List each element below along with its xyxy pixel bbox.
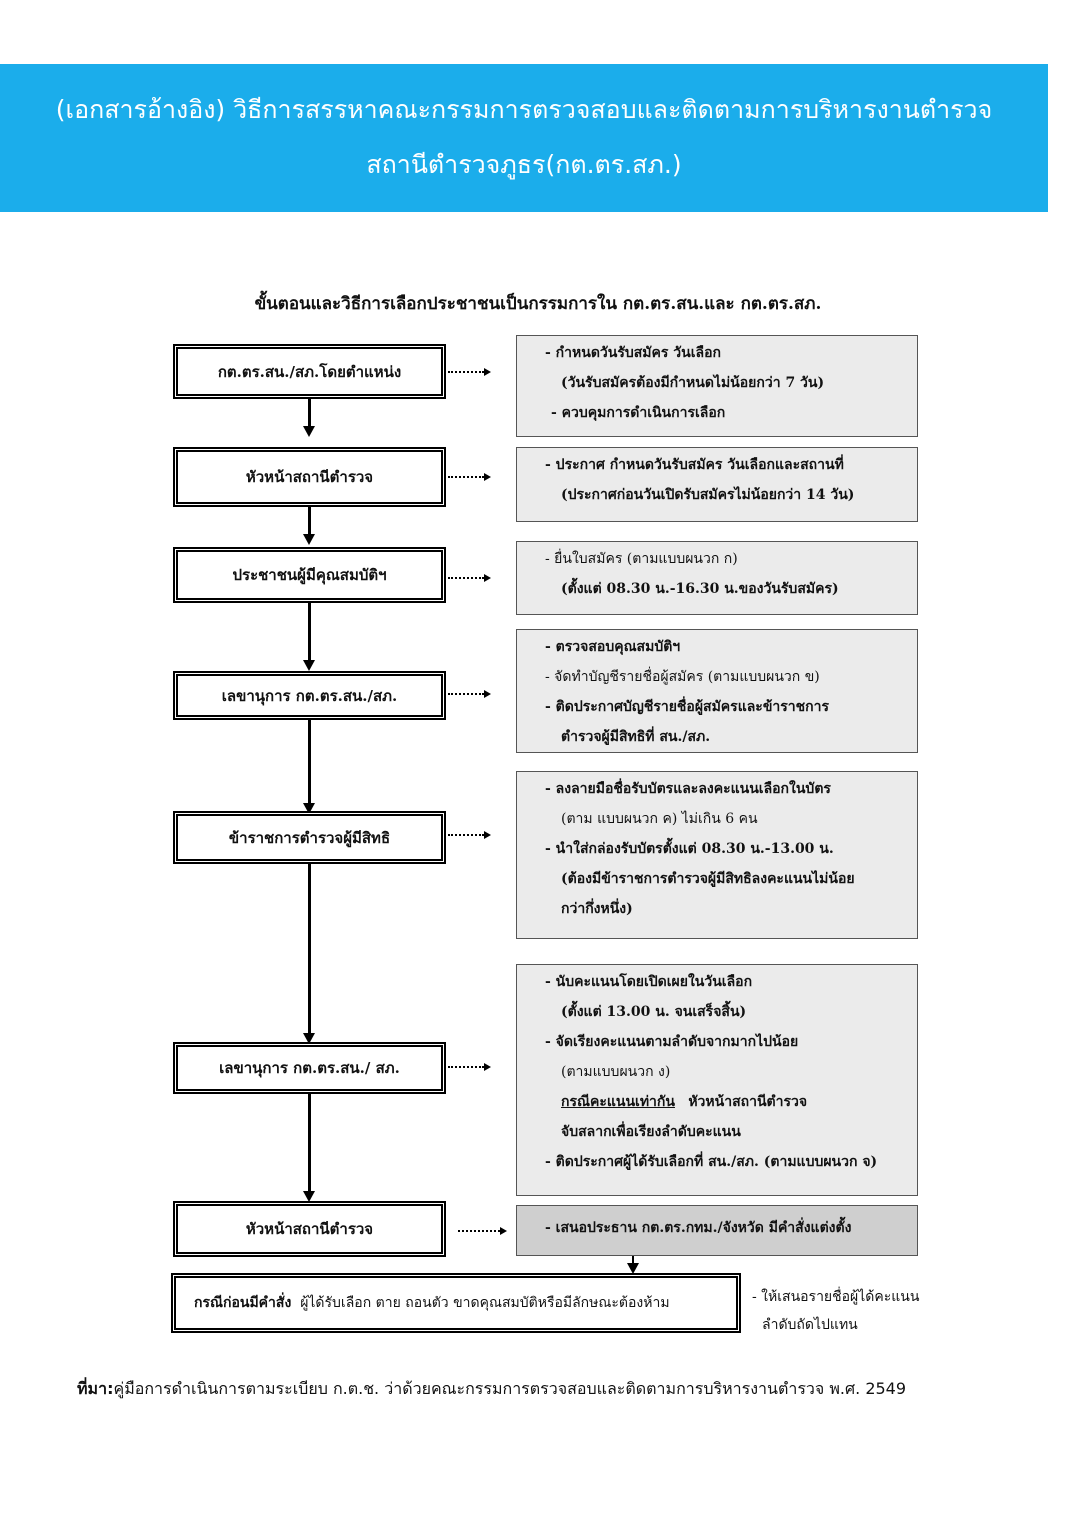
connector-arrow-5 xyxy=(303,1033,315,1044)
note-5-line-3: - นำใส่กล่องรับบัตรตั้งแต่ 08.30 น.-13.0… xyxy=(545,841,834,857)
dotted-arrow-1 xyxy=(448,371,484,373)
dotted-arrowhead-6 xyxy=(484,1063,491,1071)
connector-line-7 xyxy=(632,1256,634,1265)
source-text: คู่มือการดำเนินการตามระเบียบ ก.ต.ช. ว่าด… xyxy=(113,1379,907,1398)
note-6-line-5: กรณีคะแนนเท่ากัน หัวหน้าสถานีตำรวจ xyxy=(527,1087,907,1117)
banner-title-line-1: (เอกสารอ้างอิง) วิธีการสรรหาคณะกรรมการตร… xyxy=(55,95,993,124)
connector-arrow-3 xyxy=(303,660,315,671)
dotted-arrowhead-5 xyxy=(484,831,491,839)
connector-line-4 xyxy=(308,719,311,803)
step-box-5: ข้าราชการตำรวจผู้มีสิทธิ xyxy=(173,811,446,864)
note-box-2: - ประกาศ กำหนดวันรับสมัคร วันเลือกและสถา… xyxy=(516,447,918,522)
note-6-line-2: (ตั้งแต่ 13.00 น. จนเสร็จสิ้น) xyxy=(561,1004,747,1020)
step-label-7: หัวหน้าสถานีตำรวจ xyxy=(245,1220,374,1238)
note-2-line-2: (ประกาศก่อนวันเปิดรับสมัครไม่น้อยกว่า 14… xyxy=(561,487,855,503)
final-condition-text: ผู้ได้รับเลือก ตาย ถอนตัว ขาดคุณสมบัติหร… xyxy=(300,1295,670,1311)
connector-arrow-7 xyxy=(627,1263,639,1274)
note-4-line-1: - ตรวจสอบคุณสมบัติฯ xyxy=(545,639,681,655)
note-6-line-4: (ตามแบบผนวก ง) xyxy=(561,1064,671,1080)
note-box-7: - เสนอประธาน กต.ตร.กทม./จังหวัด มีคำสั่ง… xyxy=(516,1205,918,1256)
note-3-line-2: (ตั้งแต่ 08.30 น.-16.30 น.ของวันรับสมัคร… xyxy=(561,581,839,597)
connector-arrow-4 xyxy=(303,803,315,814)
note-1-line-1: - กำหนดวันรับสมัคร วันเลือก xyxy=(545,345,721,361)
final-condition-note: - ให้เสนอรายชื่อผู้ได้คะแนน ลำดับถัดไปแท… xyxy=(752,1283,919,1339)
dotted-arrow-5 xyxy=(448,834,484,836)
note-2-line-1: - ประกาศ กำหนดวันรับสมัคร วันเลือกและสถา… xyxy=(545,457,844,473)
note-6-line-3: - จัดเรียงคะแนนตามลำดับจากมากไปน้อย xyxy=(545,1034,799,1050)
note-6-line-6: จับสลากเพื่อเรียงลำดับคะแนน xyxy=(561,1124,741,1140)
note-box-5: - ลงลายมือชื่อรับบัตรและลงคะแนนเลือกในบั… xyxy=(516,771,918,939)
dotted-arrow-6 xyxy=(448,1066,484,1068)
note-box-3: - ยื่นใบสมัคร (ตามแบบผนวก ก) (ตั้งแต่ 08… xyxy=(516,541,918,615)
step-box-1: กต.ตร.สน./สภ.โดยตำแหน่ง xyxy=(173,344,446,399)
final-note-line-1: - ให้เสนอรายชื่อผู้ได้คะแนน xyxy=(752,1289,920,1305)
note-3-line-1: - ยื่นใบสมัคร (ตามแบบผนวก ก) xyxy=(545,551,738,567)
final-condition-box: กรณีก่อนมีคำสั่ง ผู้ได้รับเลือก ตาย ถอนต… xyxy=(171,1273,741,1333)
connector-arrow-1 xyxy=(303,426,315,437)
connector-arrow-6 xyxy=(303,1191,315,1202)
note-1-line-3: - ควบคุมการดำเนินการเลือก xyxy=(551,405,726,421)
dotted-arrowhead-3 xyxy=(484,574,491,582)
connector-line-1 xyxy=(308,398,311,426)
note-5-line-1: - ลงลายมือชื่อรับบัตรและลงคะแนนเลือกในบั… xyxy=(545,781,831,797)
final-note-line-2: ลำดับถัดไปแทน xyxy=(762,1317,858,1333)
note-6-line-1: - นับคะแนนโดยเปิดเผยในวันเลือก xyxy=(545,974,753,990)
dotted-arrowhead-4 xyxy=(484,690,491,698)
connector-line-6 xyxy=(308,1093,311,1191)
step-label-5: ข้าราชการตำรวจผู้มีสิทธิ xyxy=(228,828,391,847)
connector-line-5 xyxy=(308,863,311,1033)
note-4-line-3: - ติดประกาศบัญชีรายชื่อผู้สมัครและข้าราช… xyxy=(545,699,829,715)
dotted-arrowhead-2 xyxy=(484,473,491,481)
step-box-3: ประชาชนผู้มีคุณสมบัติฯ xyxy=(173,547,446,603)
dotted-arrowhead-7 xyxy=(500,1227,507,1235)
connector-line-3 xyxy=(308,602,311,660)
step-box-4: เลขานุการ กต.ตร.สน./สภ. xyxy=(173,671,446,720)
dotted-arrow-4 xyxy=(448,693,484,695)
dotted-arrowhead-1 xyxy=(484,368,491,376)
note-5-line-2: (ตาม แบบผนวก ค) ไม่เกิน 6 คน xyxy=(561,811,758,827)
source-label: ที่มา: xyxy=(77,1379,114,1398)
note-1-line-2: (วันรับสมัครต้องมีกำหนดไม่น้อยกว่า 7 วัน… xyxy=(561,375,825,391)
step-box-6: เลขานุการ กต.ตร.สน./ สภ. xyxy=(173,1042,446,1094)
step-box-7: หัวหน้าสถานีตำรวจ xyxy=(173,1201,446,1257)
note-box-6: - นับคะแนนโดยเปิดเผยในวันเลือก (ตั้งแต่ … xyxy=(516,964,918,1196)
flowchart-title: ขั้นตอนและวิธีการเลือกประชาชนเป็นกรรมการ… xyxy=(254,294,822,314)
note-box-4: - ตรวจสอบคุณสมบัติฯ - จัดทำบัญชีรายชื่อผ… xyxy=(516,629,918,753)
note-5-line-4: (ต้องมีข้าราชการตำรวจผู้มีสิทธิลงคะแนนไม… xyxy=(561,871,855,887)
header-banner: (เอกสารอ้างอิง) วิธีการสรรหาคณะกรรมการตร… xyxy=(0,64,1048,212)
note-4-line-2: - จัดทำบัญชีรายชื่อผู้สมัคร (ตามแบบผนวก … xyxy=(545,669,820,685)
note-7-line-1: - เสนอประธาน กต.ตร.กทม./จังหวัด มีคำสั่ง… xyxy=(545,1220,852,1236)
step-label-4: เลขานุการ กต.ตร.สน./สภ. xyxy=(221,686,398,705)
note-6-line-7: - ติดประกาศผู้ได้รับเลือกที่ สน./สภ. (ตา… xyxy=(545,1154,878,1170)
dotted-arrow-7 xyxy=(458,1230,500,1232)
note-4-line-4: ตำรวจผู้มีสิทธิที่ สน./สภ. xyxy=(561,729,711,745)
note-5-line-5: กว่ากึ่งหนึ่ง) xyxy=(561,901,633,917)
step-label-6: เลขานุการ กต.ตร.สน./ สภ. xyxy=(219,1059,400,1077)
final-condition-label: กรณีก่อนมีคำสั่ง xyxy=(194,1295,292,1311)
note-6-tie-head: หัวหน้าสถานีตำรวจ xyxy=(688,1094,808,1110)
connector-arrow-2 xyxy=(303,534,315,545)
connector-line-2 xyxy=(308,506,311,534)
source-citation: ที่มา:คู่มือการดำเนินการตามระเบียบ ก.ต.ช… xyxy=(77,1377,906,1402)
step-label-2: หัวหน้าสถานีตำรวจ xyxy=(245,468,374,486)
step-label-1: กต.ตร.สน./สภ.โดยตำแหน่ง xyxy=(217,362,402,381)
note-box-1: - กำหนดวันรับสมัคร วันเลือก (วันรับสมัคร… xyxy=(516,335,918,437)
banner-title-line-2: สถานีตำรวจภูธร(กต.ตร.สภ.) xyxy=(366,150,682,179)
dotted-arrow-3 xyxy=(448,577,484,579)
step-box-2: หัวหน้าสถานีตำรวจ xyxy=(173,447,446,507)
step-label-3: ประชาชนผู้มีคุณสมบัติฯ xyxy=(232,566,387,584)
dotted-arrow-2 xyxy=(448,476,484,478)
note-6-tie-case: กรณีคะแนนเท่ากัน xyxy=(561,1094,675,1110)
